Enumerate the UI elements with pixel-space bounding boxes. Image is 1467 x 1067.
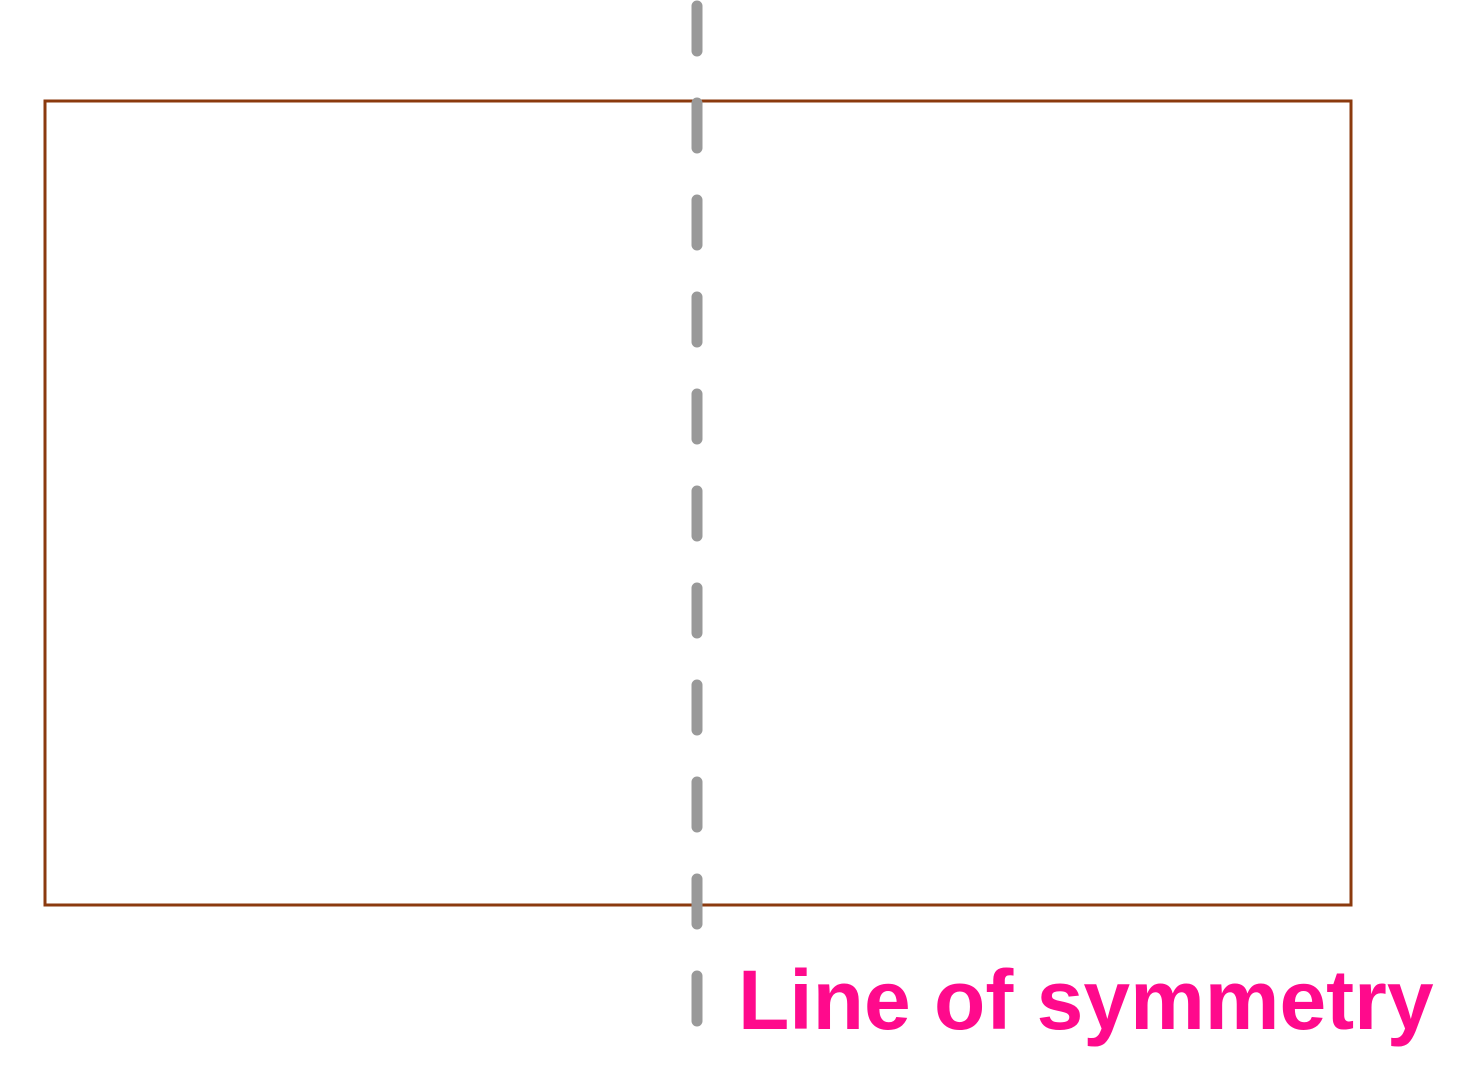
- symmetry-line-label: Line of symmetry: [738, 953, 1434, 1047]
